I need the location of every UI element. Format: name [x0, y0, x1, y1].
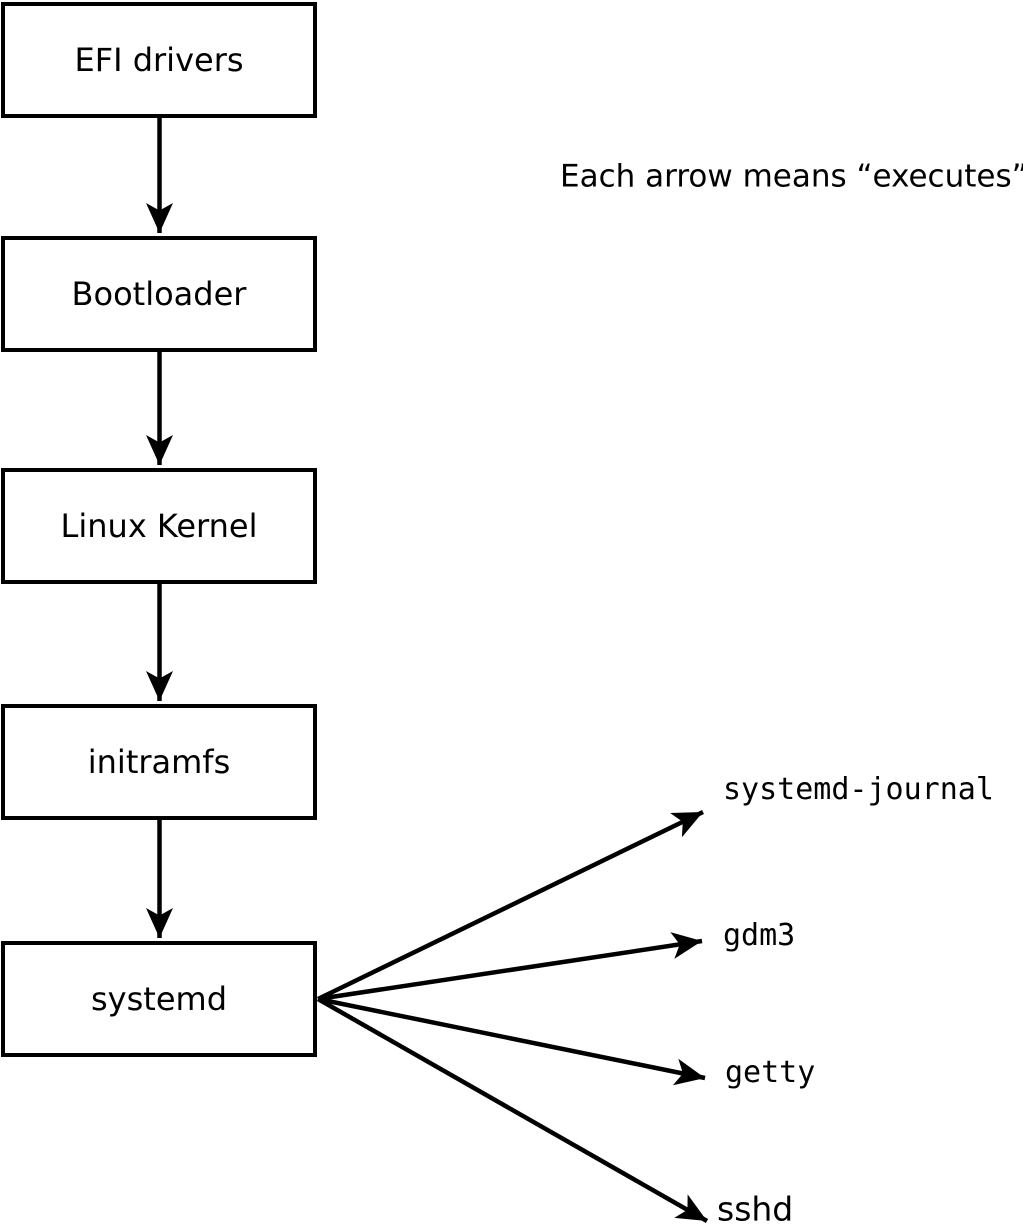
label-gdm3: gdm3	[723, 918, 796, 953]
arrow-systemd-to-gdm3	[317, 932, 703, 1002]
node-efi-drivers-label: EFI drivers	[74, 41, 244, 79]
label-sshd: sshd	[717, 1189, 794, 1229]
label-systemd-journal: systemd-journal	[723, 772, 994, 807]
annotation-executes: Each arrow means “executes”.	[560, 158, 1023, 195]
arrow-systemd-to-getty	[317, 996, 706, 1086]
node-bootloader-label: Bootloader	[71, 275, 247, 313]
node-bootloader: Bootloader	[1, 236, 317, 352]
label-getty: getty	[725, 1055, 816, 1090]
node-linux-kernel: Linux Kernel	[1, 468, 317, 584]
arrow-systemd-to-journal	[317, 809, 704, 1002]
node-initramfs-label: initramfs	[87, 743, 231, 781]
arrow-systemd-to-sshd	[316, 997, 709, 1223]
node-initramfs: initramfs	[1, 704, 317, 820]
node-systemd: systemd	[1, 941, 317, 1057]
node-linux-kernel-label: Linux Kernel	[60, 507, 258, 545]
node-systemd-label: systemd	[91, 980, 227, 1018]
node-efi-drivers: EFI drivers	[1, 2, 317, 118]
